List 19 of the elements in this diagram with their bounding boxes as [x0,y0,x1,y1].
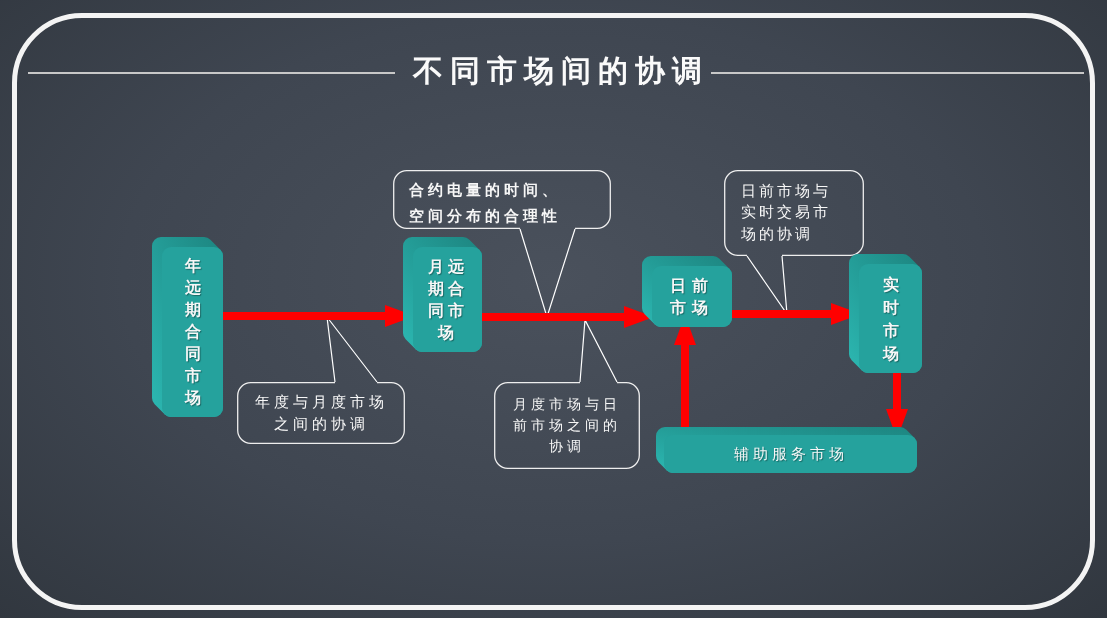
callout-text: 日前市场与实时交易市场的协调 [741,180,832,245]
market-block [152,237,223,417]
market-block [403,237,482,352]
speech-bubble [237,382,405,444]
block-label: 实时市场 [881,273,900,365]
block-label: 日前市场 [669,274,715,319]
callout-text: 合约电量的时间、空间分布的合理性 [409,179,562,227]
block-label: 辅助服务市场 [733,444,848,464]
callout-text: 年度与月度市场之间的协调 [253,392,389,435]
callout-text: 月度市场与日前市场之间的协调 [512,395,622,456]
block-label: 月远期合同市场 [426,255,469,344]
speech-bubble [724,170,864,256]
market-block [849,254,922,373]
title: 不同市场间的协调 [413,52,709,90]
speech-bubble [393,170,611,229]
speech-bubble [494,382,640,469]
market-block [642,256,732,327]
block-label: 年远期合同市场 [183,255,202,409]
market-block [656,427,917,473]
